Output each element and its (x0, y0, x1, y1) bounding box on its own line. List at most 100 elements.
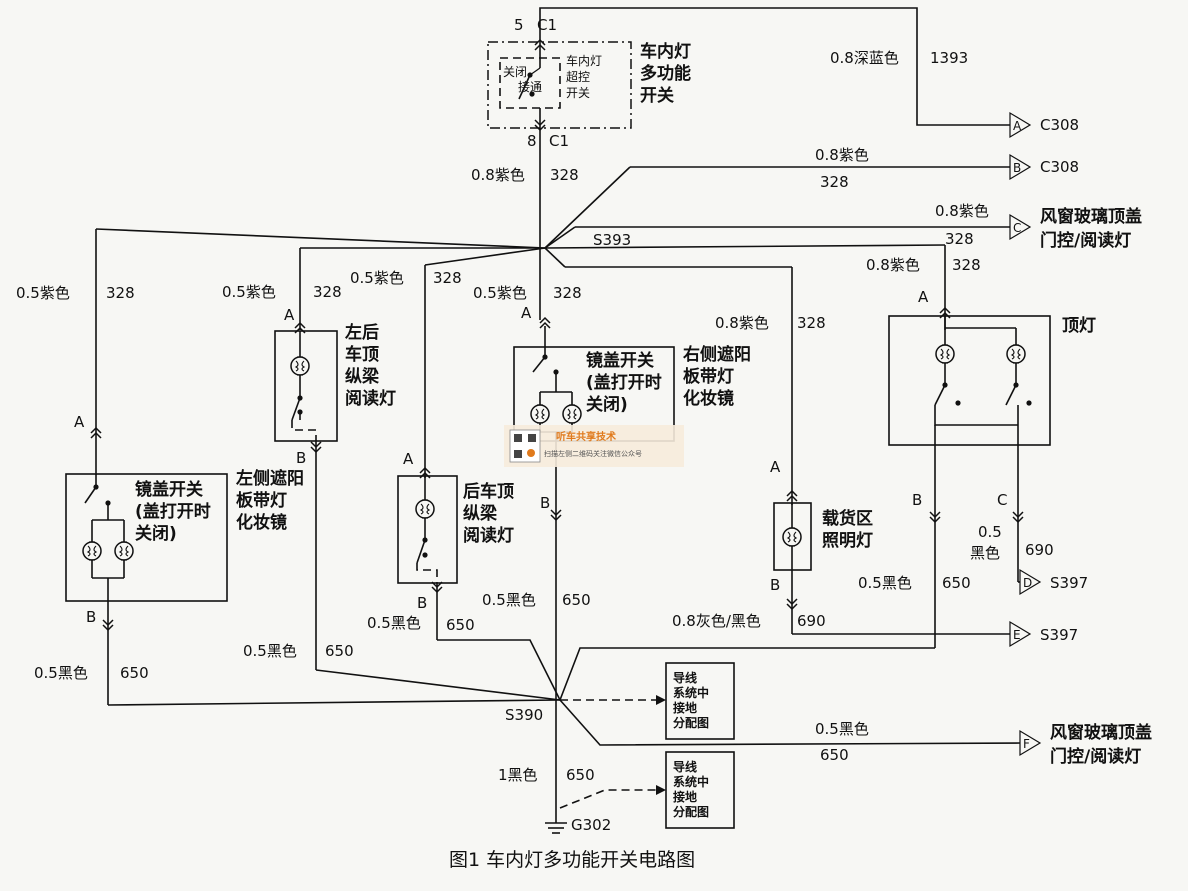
pos-off: 关闭 (503, 65, 527, 79)
pos-on: 接通 (518, 79, 542, 94)
wire-1393-color: 0.8深蓝色 (830, 49, 899, 67)
lrr-pin-a: A (284, 306, 295, 324)
rear-name-3: 阅读灯 (463, 525, 514, 546)
wire-gnd-dome-b-color: 0.5黑色 (858, 574, 912, 592)
rear-pin-a: A (403, 450, 414, 468)
left-vanity-switch-2: (盖打开时 (135, 501, 211, 522)
switch-title-3: 开关 (640, 85, 674, 106)
cargo-lamp (773, 490, 1010, 635)
left-vanity-name-3: 化妆镜 (236, 512, 287, 533)
left-vanity-mirror (65, 427, 228, 705)
gref2-l1: 导线 (673, 759, 697, 774)
gref2-l3: 接地 (673, 789, 697, 804)
dome-pin-a: A (918, 288, 929, 306)
connector-c-letter: C (1013, 221, 1021, 235)
override-switch-box (499, 57, 561, 109)
watermark-title: 听车共享技术 (556, 430, 616, 443)
cargo-name-1: 载货区 (822, 508, 873, 529)
wire-g302-color: 1黑色 (498, 766, 538, 784)
lrr-name-2: 车顶 (345, 344, 379, 365)
splice-s390-label: S390 (505, 706, 543, 724)
right-vanity-switch-2: (盖打开时 (586, 372, 662, 393)
wire-gnd-lrr-color: 0.5黑色 (243, 642, 297, 660)
left-vanity-name-1: 左侧遮阳 (236, 468, 304, 489)
pin-5: 5 (514, 16, 524, 34)
wire-b-circuit: 328 (820, 173, 849, 191)
override-l1: 车内灯 (566, 53, 602, 68)
rear-name-2: 纵梁 (463, 503, 498, 524)
wire-gnd-left-color: 0.5黑色 (34, 664, 88, 682)
wire-gnd-rear-color: 0.5黑色 (367, 614, 421, 632)
connector-e-label: S397 (1040, 626, 1078, 644)
wire-left-color: 0.5紫色 (16, 284, 70, 302)
lrr-pin-b: B (296, 449, 306, 467)
lrr-name-3: 纵梁 (345, 366, 380, 387)
splice-s393 (95, 166, 1010, 505)
wire-gnd-dome-b-circuit: 650 (942, 574, 971, 592)
wire-gnd-left-circuit: 650 (120, 664, 149, 682)
ground-ref-box-2 (665, 751, 735, 829)
gref1-l4: 分配图 (673, 715, 709, 730)
right-vanity-pin-a: A (521, 304, 532, 322)
ground-g302 (545, 751, 735, 834)
rear-pin-b: B (417, 594, 427, 612)
dome-pin-c: C (997, 491, 1007, 509)
multifunction-switch (487, 20, 632, 145)
wire-gnd-dome-c-circuit: 690 (1025, 541, 1054, 559)
switch-title-1: 车内灯 (640, 41, 691, 62)
override-l2: 超控 (566, 69, 590, 84)
gref2-l2: 系统中 (673, 774, 709, 789)
wire-gnd-mid-color: 0.5黑色 (482, 591, 536, 609)
wire-gnd-cargo-color: 0.8灰色/黑色 (672, 612, 761, 630)
right-vanity-name-1: 右侧遮阳 (683, 344, 751, 365)
wire-rear-color: 0.5紫色 (350, 269, 404, 287)
gref2-l4: 分配图 (673, 804, 709, 819)
wire-gnd-f-color: 0.5黑色 (815, 720, 869, 738)
wire-gnd-dome-c-color-1: 0.5 (978, 523, 1002, 541)
connector-e-letter: E (1013, 628, 1021, 642)
wire-left-circuit: 328 (106, 284, 135, 302)
dome-lamp (559, 307, 1051, 701)
cargo-pin-b: B (770, 576, 780, 594)
wire-gnd-rear-circuit: 650 (446, 616, 475, 634)
wire-1393-circuit: 1393 (930, 49, 968, 67)
wire-dome-color: 0.8紫色 (866, 256, 920, 274)
wire-mid-circuit: 328 (553, 284, 582, 302)
right-vanity-pin-b: B (540, 494, 550, 512)
gref1-l3: 接地 (673, 700, 697, 715)
connector-d-label: S397 (1050, 574, 1088, 592)
conn-c1-bottom: C1 (549, 132, 569, 150)
wire-gnd-dome-c-color-2: 黑色 (970, 544, 1000, 562)
pin-8: 8 (527, 132, 537, 150)
figure-caption: 图1 车内灯多功能开关电路图 (449, 849, 695, 871)
cargo-name-2: 照明灯 (822, 531, 873, 551)
conn-c1-top: C1 (537, 16, 557, 34)
connector-a-letter: A (1013, 119, 1022, 133)
wire-g302-circuit: 650 (566, 766, 595, 784)
wire-gnd-f-circuit: 650 (820, 746, 849, 764)
wire-lrr-color: 0.5紫色 (222, 283, 276, 301)
ground-ref-box-1 (665, 662, 735, 740)
wire-b-color: 0.8紫色 (815, 146, 869, 164)
wire-mid-color: 0.5紫色 (473, 284, 527, 302)
wire-lrr-circuit: 328 (313, 283, 342, 301)
left-rear-roof-lamp (274, 322, 561, 701)
connector-b-letter: B (1013, 161, 1021, 175)
watermark-sub: 扫描左侧二维码关注微信公众号 (544, 449, 642, 458)
left-vanity-name-2: 板带灯 (236, 490, 287, 511)
right-vanity-switch-1: 镜盖开关 (586, 350, 654, 371)
right-vanity-switch-3: 关闭) (586, 394, 628, 415)
override-l3: 开关 (566, 86, 590, 100)
wire-rear-circuit: 328 (433, 269, 462, 287)
left-vanity-switch-3: 关闭) (135, 523, 177, 544)
wire-main-color: 0.8紫色 (471, 166, 525, 184)
connector-a-label: C308 (1040, 116, 1079, 134)
connector-c-label-2: 门控/阅读灯 (1040, 230, 1131, 251)
connector-f-label-1: 风窗玻璃顶盖 (1050, 722, 1152, 743)
left-vanity-switch-1: 镜盖开关 (135, 479, 203, 500)
splice-s390 (107, 662, 1021, 746)
wire-main-circuit: 328 (550, 166, 579, 184)
wire-dome-circuit: 328 (952, 256, 981, 274)
connector-c (1009, 213, 1032, 241)
wire-c-circuit: 328 (945, 230, 974, 248)
